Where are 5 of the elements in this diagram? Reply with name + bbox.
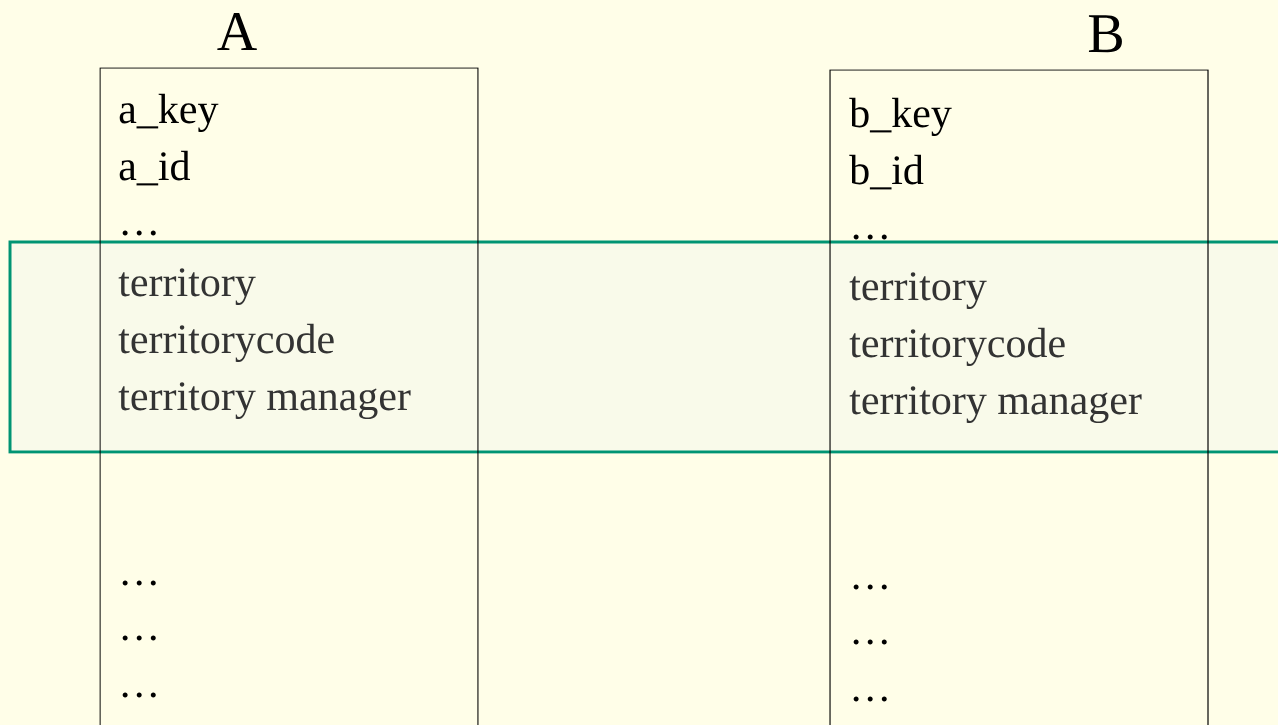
table-box: B b_key b_id … territory territorycode territory manager … … … <box>829 15 1209 725</box>
table-box: A a_key a_id … territory territorycode territory manager … … … <box>99 13 479 725</box>
node-label: B <box>1088 15 1122 53</box>
highlight-band <box>8 240 1278 454</box>
node-label: A <box>217 13 257 50</box>
